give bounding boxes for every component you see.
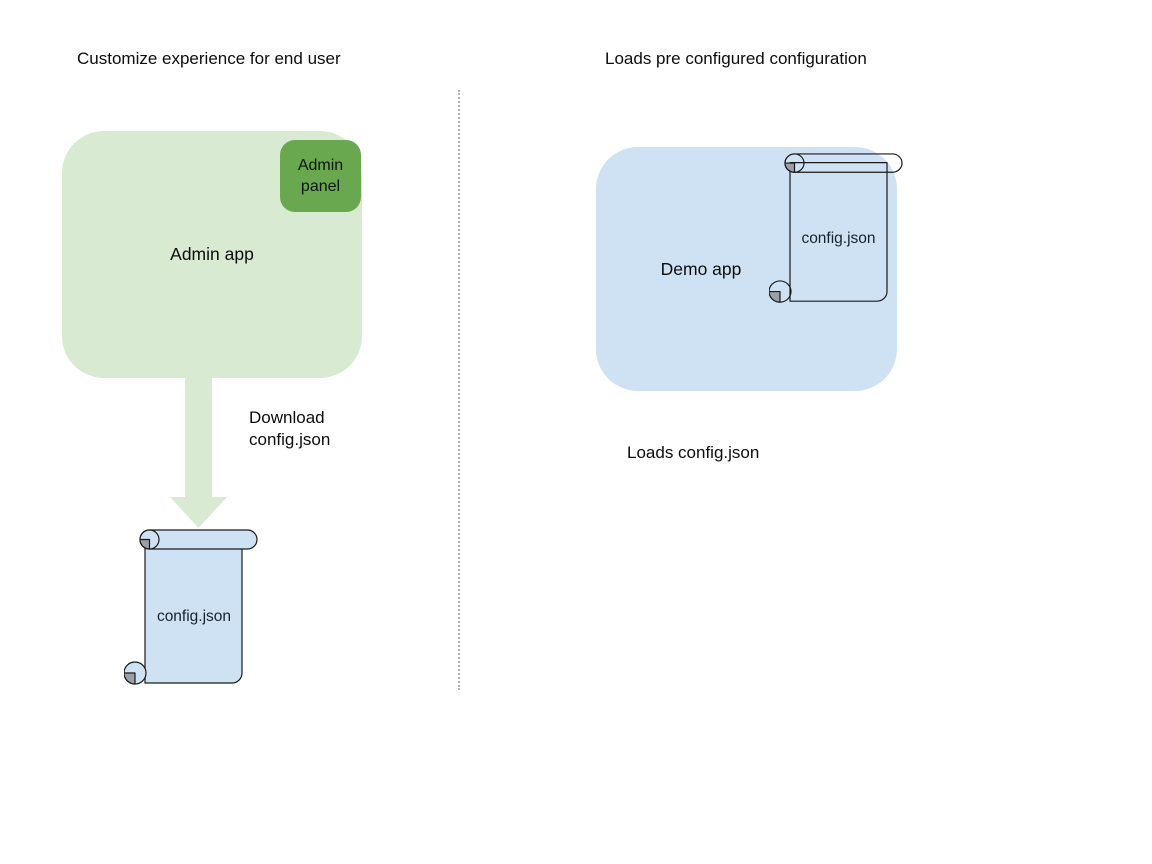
loads-config-caption: Loads config.json bbox=[627, 443, 760, 462]
section-divider bbox=[458, 90, 460, 690]
demo-app-label: Demo app bbox=[660, 258, 742, 279]
right-section-title: Loads pre configured configuration bbox=[605, 49, 867, 68]
admin-panel-badge: Admin panel bbox=[280, 140, 361, 212]
config-json-label-left: config.json bbox=[156, 608, 232, 625]
config-scroll-shape-right bbox=[769, 153, 903, 303]
config-scroll-shape-left bbox=[124, 529, 258, 685]
demo-app-label-wrap: Demo app bbox=[596, 147, 806, 391]
config-json-label-right: config.json bbox=[801, 230, 876, 247]
download-label: Download config.json bbox=[249, 407, 330, 451]
admin-app-label: Admin app bbox=[170, 244, 254, 264]
demo-app-box bbox=[596, 147, 897, 391]
download-arrow bbox=[170, 376, 227, 528]
admin-panel-label: Admin panel bbox=[297, 157, 344, 195]
left-section-title: Customize experience for end user bbox=[77, 49, 341, 68]
download-label-line1: Download bbox=[249, 408, 325, 427]
download-label-line2: config.json bbox=[249, 430, 331, 449]
download-arrow-shape bbox=[170, 376, 227, 528]
